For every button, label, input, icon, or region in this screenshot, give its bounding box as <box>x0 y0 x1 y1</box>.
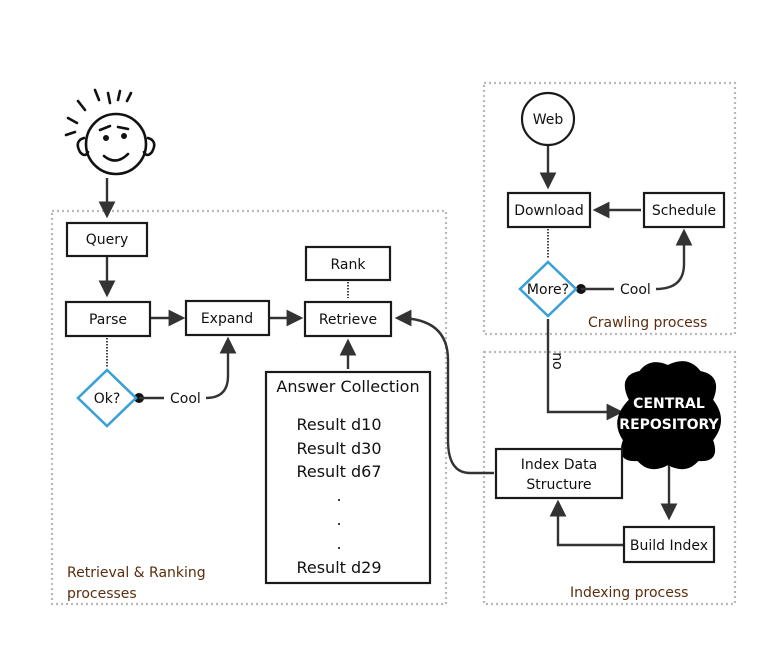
schedule-label: Schedule <box>652 203 716 219</box>
schedule-node: Schedule <box>642 191 726 229</box>
query-label: Query <box>86 232 129 248</box>
index-label-line2: Structure <box>526 477 591 493</box>
more-decision: More? <box>518 260 578 318</box>
ok-label: Ok? <box>94 391 121 407</box>
build-index-node: Build Index <box>622 525 716 564</box>
edge-cool-schedule <box>655 228 693 291</box>
index-data-structure-node: Index Data Structure <box>494 447 624 500</box>
parse-label: Parse <box>89 312 127 328</box>
crawling-region <box>482 81 737 336</box>
query-node: Query <box>65 221 149 258</box>
result-item: Result d67 <box>296 462 381 481</box>
result-item: Result d10 <box>296 415 381 434</box>
retrieve-label: Retrieve <box>319 312 377 328</box>
central-label-line2: REPOSITORY <box>619 417 719 433</box>
download-node: Download <box>506 191 592 229</box>
more-label: More? <box>527 282 569 298</box>
result-item: Result d29 <box>296 558 381 577</box>
result-ellipsis: . <box>336 486 341 505</box>
expand-node: Expand <box>184 299 271 337</box>
retrieval-region <box>50 209 448 606</box>
edge-build-index <box>549 499 624 547</box>
result-item: Result d30 <box>296 439 381 458</box>
result-ellipsis: . <box>336 534 341 553</box>
edge-index-retrieve <box>394 309 494 475</box>
edge-cool-expand <box>205 336 237 400</box>
download-label: Download <box>514 203 584 219</box>
cool-label-left: Cool <box>170 391 201 407</box>
retrieval-region-label-line1: Retrieval & Ranking <box>67 565 206 581</box>
web-label: Web <box>533 112 564 128</box>
expand-label: Expand <box>201 311 253 327</box>
rank-label: Rank <box>331 257 367 273</box>
crawling-region-label: Crawling process <box>588 315 707 331</box>
index-label-line1: Index Data <box>521 457 597 473</box>
indexing-region <box>482 350 737 606</box>
answer-collection-title: Answer Collection <box>276 377 419 396</box>
result-ellipsis: . <box>336 510 341 529</box>
user-face-icon <box>64 88 156 176</box>
build-index-label: Build Index <box>630 538 708 554</box>
cool-label-right: Cool <box>620 282 651 298</box>
retrieve-node: Retrieve <box>303 300 393 338</box>
central-repository-node: CENTRAL REPOSITORY <box>617 361 721 470</box>
indexing-region-label: Indexing process <box>570 585 688 601</box>
answer-collection: Answer Collection Result d10 Result d30 … <box>264 370 432 585</box>
rank-node: Rank <box>304 245 392 282</box>
web-node: Web <box>520 91 576 147</box>
central-label-line1: CENTRAL <box>633 396 705 412</box>
retrieval-region-label-line2: processes <box>67 586 137 602</box>
ok-decision: Ok? <box>76 368 138 428</box>
edge-more-central <box>546 319 624 421</box>
parse-node: Parse <box>64 300 152 338</box>
no-label: no <box>549 352 565 369</box>
